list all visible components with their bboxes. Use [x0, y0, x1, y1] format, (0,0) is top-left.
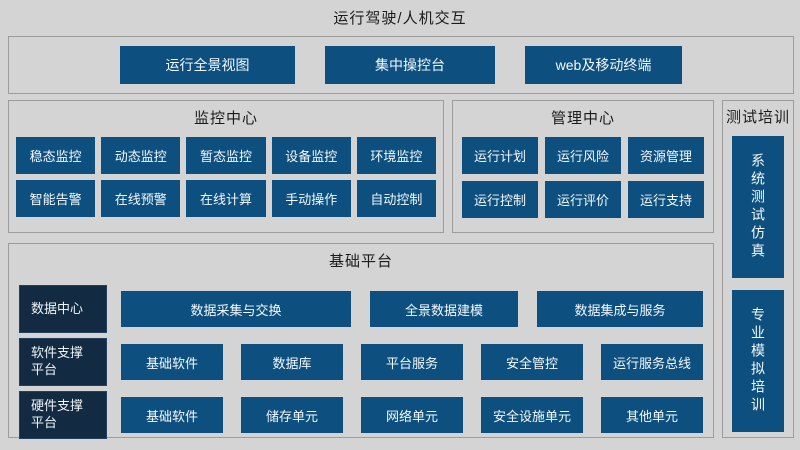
platform-button[interactable]: 平台服务 [361, 344, 463, 380]
central-console-button[interactable]: 集中操控台 [325, 46, 495, 84]
management-button[interactable]: 运行控制 [462, 181, 538, 218]
platform-button[interactable]: 基础软件 [121, 344, 223, 380]
system-test-simulation-button[interactable]: 系统测试仿真 [732, 136, 784, 278]
monitoring-button[interactable]: 在线预警 [101, 180, 181, 217]
platform-rows: 数据中心 数据采集与交换 全景数据建模 数据集成与服务 软件支撑平台 基础软件 … [19, 285, 703, 439]
management-button[interactable]: 运行风险 [545, 137, 621, 174]
management-center-title: 管理中心 [550, 110, 615, 127]
monitoring-center-title: 监控中心 [193, 110, 258, 127]
panoramic-view-button[interactable]: 运行全景视图 [120, 46, 295, 84]
testing-training-title: 测试培训 [725, 109, 790, 126]
platform-category-label: 数据中心 [19, 285, 107, 333]
top-panel: 运行全景视图 集中操控台 web及移动终端 [8, 36, 794, 94]
platform-category-label: 软件支撑平台 [19, 338, 107, 386]
management-center-panel: 管理中心 运行计划 运行风险 资源管理 运行控制 运行评价 运行支持 [452, 100, 714, 233]
platform-row-software-support: 软件支撑平台 基础软件 数据库 平台服务 安全管控 运行服务总线 [19, 338, 703, 386]
platform-button[interactable]: 网络单元 [361, 397, 463, 433]
platform-button[interactable]: 全景数据建模 [370, 291, 518, 327]
platform-row-hardware-support: 硬件支撑平台 基础软件 储存单元 网络单元 安全设施单元 其他单元 [19, 391, 703, 439]
platform-button[interactable]: 储存单元 [241, 397, 343, 433]
management-button[interactable]: 运行支持 [628, 181, 704, 218]
platform-category-label: 硬件支撑平台 [19, 391, 107, 439]
professional-simulation-training-button[interactable]: 专业模拟培训 [732, 290, 784, 432]
monitoring-button[interactable]: 环境监控 [356, 137, 436, 174]
monitoring-button[interactable]: 手动操作 [271, 180, 351, 217]
page-title: 运行驾驶/人机交互 [333, 10, 467, 27]
platform-button[interactable]: 数据库 [241, 344, 343, 380]
basic-platform-panel: 基础平台 数据中心 数据采集与交换 全景数据建模 数据集成与服务 软件支撑平台 … [8, 243, 714, 439]
monitoring-button[interactable]: 在线计算 [186, 180, 266, 217]
monitoring-button[interactable]: 暂态监控 [186, 137, 266, 174]
basic-platform-title: 基础平台 [328, 253, 393, 270]
monitoring-button[interactable]: 稳态监控 [16, 137, 96, 174]
platform-button[interactable]: 安全管控 [481, 344, 583, 380]
monitoring-center-panel: 监控中心 稳态监控 动态监控 暂态监控 设备监控 环境监控 智能告警 在线预警 … [8, 100, 444, 233]
monitoring-button[interactable]: 智能告警 [16, 180, 96, 217]
platform-button[interactable]: 其他单元 [601, 397, 703, 433]
management-button[interactable]: 运行计划 [462, 137, 538, 174]
management-button[interactable]: 资源管理 [628, 137, 704, 174]
platform-button[interactable]: 安全设施单元 [481, 397, 583, 433]
monitoring-button[interactable]: 自动控制 [356, 180, 436, 217]
web-mobile-terminal-button[interactable]: web及移动终端 [525, 46, 682, 84]
platform-button[interactable]: 数据集成与服务 [537, 291, 703, 327]
monitoring-button-grid: 稳态监控 动态监控 暂态监控 设备监控 环境监控 智能告警 在线预警 在线计算 … [16, 137, 436, 217]
platform-button[interactable]: 运行服务总线 [601, 344, 703, 380]
monitoring-button[interactable]: 设备监控 [271, 137, 351, 174]
platform-button[interactable]: 基础软件 [121, 397, 223, 433]
management-button[interactable]: 运行评价 [545, 181, 621, 218]
testing-training-panel: 测试培训 系统测试仿真 专业模拟培训 [722, 100, 794, 438]
monitoring-button[interactable]: 动态监控 [101, 137, 181, 174]
platform-row-data-center: 数据中心 数据采集与交换 全景数据建模 数据集成与服务 [19, 285, 703, 333]
management-button-grid: 运行计划 运行风险 资源管理 运行控制 运行评价 运行支持 [462, 137, 704, 218]
platform-button[interactable]: 数据采集与交换 [121, 291, 351, 327]
